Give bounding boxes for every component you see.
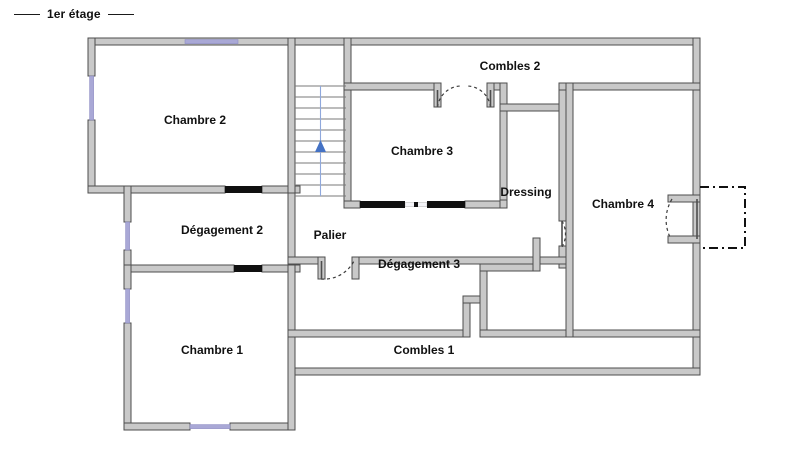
room-label-degagement-3: Dégagement 3 [378, 257, 460, 271]
wall-chambre4-bottom [479, 329, 701, 338]
door-block-chambre1 [234, 265, 262, 272]
window-chambre2-left [89, 75, 94, 121]
walls-group [87, 37, 701, 431]
wall-outer-bottom-right [287, 367, 701, 376]
wall-doorjamb-chambre4-top [667, 194, 701, 203]
balcony-outline [700, 186, 746, 249]
room-label-chambre-3: Chambre 3 [391, 144, 453, 158]
door-leaves-group [320, 90, 698, 279]
wall-chambre4-top [558, 82, 701, 91]
wall-doorjamb-palier-b [351, 256, 360, 280]
title-rule-left [14, 13, 40, 15]
room-label-degagement-2: Dégagement 2 [181, 223, 263, 237]
window-chambre1-bottom [189, 424, 231, 429]
wall-stair-left [287, 37, 296, 194]
wall-outer-top [87, 37, 701, 46]
wall-outer-left-upper-a [87, 37, 96, 77]
wall-chambre1-left-b [123, 322, 132, 431]
wall-dressing-right [558, 82, 567, 222]
window-chambre1-left [125, 288, 130, 324]
window-degagement2-left [125, 221, 130, 251]
wall-dressing-top [499, 103, 567, 112]
page-title: 1er étage [47, 7, 101, 21]
room-label-chambre-4: Chambre 4 [592, 197, 654, 211]
wall-chambre1-left-a [123, 264, 132, 290]
room-label-dressing: Dressing [500, 185, 551, 199]
wall-outer-left-upper-b [87, 119, 96, 194]
room-label-combles-2: Combles 2 [480, 59, 541, 73]
wall-degagement3-upper-vert [532, 237, 541, 272]
wall-combles2-bottom-a [343, 82, 441, 91]
door-blocks-group [225, 186, 465, 272]
door-swing-dressing [561, 220, 567, 248]
plan-title-bar: 1er étage [14, 7, 134, 21]
door-swing-chambre3-right [466, 85, 492, 108]
wall-dressing-bottom-stub [499, 199, 508, 209]
wall-degagement3-south [287, 329, 471, 338]
wall-chambre3-bottom-a [343, 200, 361, 209]
door-swings-group [320, 85, 673, 280]
room-label-chambre-2: Chambre 2 [164, 113, 226, 127]
wall-left-step-top [123, 185, 132, 223]
door-block-chambre2 [225, 186, 262, 193]
door-swing-chambre4 [665, 198, 673, 240]
stair-direction-arrow [315, 140, 326, 152]
door-swing-chambre3-left [436, 85, 462, 108]
window-chambre2-top [184, 39, 239, 44]
wall-chambre3-left [343, 82, 352, 209]
room-labels-group: Chambre 2 Dégagement 2 Chambre 1 Palier … [164, 59, 654, 357]
balcony-outline-group [700, 186, 746, 249]
title-rule-right [107, 13, 134, 15]
wall-chambre1-bottom-b [229, 422, 295, 431]
wall-degagement3-upper-step [479, 263, 541, 272]
wall-palier-left-lower [287, 192, 296, 266]
door-block-chambre3-mullion [414, 202, 418, 207]
room-label-palier: Palier [314, 228, 347, 242]
wall-chambre2-bottom-a [87, 185, 226, 194]
wall-chambre1-right [287, 264, 296, 431]
door-block-chambre3-right [427, 201, 465, 208]
wall-stair-right-upper [343, 37, 352, 84]
staircase-group [295, 85, 346, 197]
door-block-chambre3-left [360, 201, 405, 208]
wall-degagement3-step-vert2 [479, 263, 488, 338]
room-label-combles-1: Combles 1 [394, 343, 455, 357]
wall-chambre1-bottom-a [123, 422, 191, 431]
room-label-chambre-1: Chambre 1 [181, 343, 243, 357]
door-swing-palier [320, 258, 356, 280]
wall-doorjamb-chambre4-bottom [667, 235, 701, 244]
wall-chambre1-top-a [123, 264, 235, 273]
wall-chambre4-left [565, 82, 574, 338]
